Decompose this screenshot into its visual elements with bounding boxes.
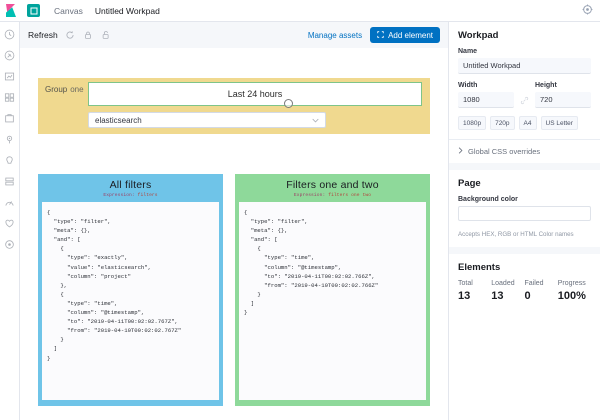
add-element-button[interactable]: Add element xyxy=(370,27,440,43)
preset-a4[interactable]: A4 xyxy=(518,116,537,130)
breadcrumb-workpad[interactable]: Untitled Workpad xyxy=(94,5,160,16)
right-sidebar: Workpad Name Untitled Workpad Width 1080… xyxy=(448,22,600,420)
chevron-right-icon xyxy=(458,147,463,156)
divider xyxy=(449,139,600,140)
datasource-value: elasticsearch xyxy=(95,115,142,125)
global-css-overrides-accordion[interactable]: Global CSS overrides xyxy=(449,140,600,163)
elements-section-title: Elements xyxy=(458,262,501,273)
link-dimensions-icon[interactable] xyxy=(519,92,530,108)
mouse-cursor xyxy=(284,99,293,108)
datasource-dropdown[interactable]: elasticsearch xyxy=(88,112,326,128)
section-gap xyxy=(449,163,600,170)
canvas-icon[interactable] xyxy=(3,112,16,125)
global-topbar: Canvas Untitled Workpad xyxy=(0,0,600,22)
panel-subtitle: Expression: filters one two xyxy=(293,193,372,198)
refresh-cycle-icon[interactable] xyxy=(65,30,76,41)
add-element-icon xyxy=(377,30,384,40)
filter-json-code: { "type": "filter", "meta": {}, "and": [… xyxy=(239,202,426,400)
background-color-input[interactable] xyxy=(458,206,591,221)
all-filters-panel[interactable]: All filters Expression: filters { "type"… xyxy=(38,174,223,406)
discover-icon[interactable] xyxy=(3,49,16,62)
filter-json-code: { "type": "filter", "meta": {}, "and": [… xyxy=(42,202,219,400)
height-label: Height xyxy=(535,82,557,89)
breadcrumb: Canvas Untitled Workpad xyxy=(54,6,160,16)
infrastructure-icon[interactable] xyxy=(3,175,16,188)
background-color-label: Background color xyxy=(458,196,518,203)
refresh-button[interactable]: Refresh xyxy=(28,30,58,40)
add-element-label: Add element xyxy=(388,30,433,40)
uptime-icon[interactable] xyxy=(3,217,16,230)
page-section-title: Page xyxy=(458,178,481,189)
panel-subtitle: Expression: filters xyxy=(103,193,158,198)
preset-us-letter[interactable]: US Letter xyxy=(540,116,578,130)
stat-failed: Failed 0 xyxy=(524,280,544,302)
stat-loaded: Loaded 13 xyxy=(491,280,515,302)
workpad-section-title: Workpad xyxy=(458,30,499,41)
machine-learning-icon[interactable] xyxy=(3,154,16,167)
workpad-width-input[interactable]: 1080 xyxy=(458,92,514,108)
dashboard-icon[interactable] xyxy=(3,91,16,104)
filters-one-two-panel[interactable]: Filters one and two Expression: filters … xyxy=(235,174,430,406)
maps-icon[interactable] xyxy=(3,133,16,146)
chevron-down-icon xyxy=(312,116,319,125)
management-icon[interactable] xyxy=(3,238,16,251)
lock-icon[interactable] xyxy=(83,30,94,41)
recently-viewed-icon[interactable] xyxy=(3,28,16,41)
elements-section: Elements Total 13 Loaded 13 Failed 0 Pro… xyxy=(449,254,600,311)
global-css-overrides-label: Global CSS overrides xyxy=(468,147,541,156)
size-preset-group: 1080p 720p A4 US Letter xyxy=(458,116,591,130)
visualize-icon[interactable] xyxy=(3,70,16,83)
breadcrumb-canvas[interactable]: Canvas xyxy=(54,5,83,16)
manage-assets-link[interactable]: Manage assets xyxy=(307,30,363,40)
page-settings-section: Page Background color Accepts HEX, RGB o… xyxy=(449,170,600,247)
panel-title: Filters one and two xyxy=(286,179,379,191)
canvas-app-badge xyxy=(27,4,40,17)
panel-title: All filters xyxy=(109,179,152,191)
preset-720p[interactable]: 720p xyxy=(490,116,515,130)
settings-icon[interactable] xyxy=(582,4,593,17)
workpad-height-input[interactable]: 720 xyxy=(535,92,591,108)
stat-progress: Progress 100% xyxy=(557,280,586,302)
element-stats: Total 13 Loaded 13 Failed 0 Progress 100… xyxy=(458,280,591,302)
canvas-toolbar: Refresh Manage assets Add element xyxy=(20,22,448,48)
time-filter-input[interactable]: Last 24 hours xyxy=(88,82,422,106)
workpad-settings-section: Workpad Name Untitled Workpad Width 1080… xyxy=(449,22,600,139)
width-label: Width xyxy=(458,82,478,89)
name-label: Name xyxy=(458,48,478,55)
workpad-name-input[interactable]: Untitled Workpad xyxy=(458,58,591,74)
background-color-helper: Accepts HEX, RGB or HTML Color names xyxy=(458,231,574,238)
apm-icon[interactable] xyxy=(3,196,16,209)
preset-1080p[interactable]: 1080p xyxy=(458,116,487,130)
left-nav-rail xyxy=(0,22,20,420)
kibana-logo-icon[interactable] xyxy=(0,0,22,22)
stat-total: Total 13 xyxy=(458,280,473,302)
unlock-icon[interactable] xyxy=(101,30,112,41)
section-gap xyxy=(449,247,600,254)
